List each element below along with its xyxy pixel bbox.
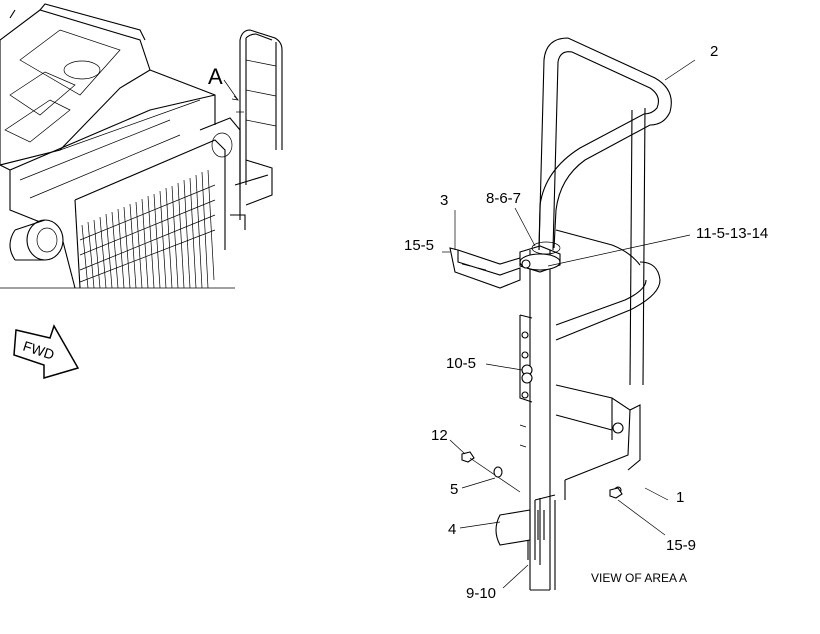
callout-3: 3	[440, 192, 448, 209]
callout-1: 1	[676, 489, 684, 506]
callout-11-5-13-14: 11-5-13-14	[696, 225, 768, 242]
area-marker-label: A	[208, 64, 223, 89]
callout-labels: 2 3 8-6-7 11-5-13-14 15-5 10-5 12 5 1 4 …	[404, 43, 768, 602]
view-caption: VIEW OF AREA A	[591, 571, 687, 585]
callout-10-5: 10-5	[446, 355, 476, 372]
detail-view	[442, 37, 696, 591]
locator-view: A	[0, 3, 283, 289]
callout-5: 5	[450, 481, 458, 498]
forward-arrow-icon: FWD	[13, 324, 80, 380]
callout-2: 2	[710, 43, 718, 60]
callout-8-6-7: 8-6-7	[486, 190, 521, 207]
callout-15-9: 15-9	[666, 537, 696, 554]
callout-4: 4	[448, 521, 456, 538]
callout-12: 12	[431, 427, 448, 444]
callout-15-5: 15-5	[404, 237, 434, 254]
callout-9-10: 9-10	[466, 585, 496, 602]
